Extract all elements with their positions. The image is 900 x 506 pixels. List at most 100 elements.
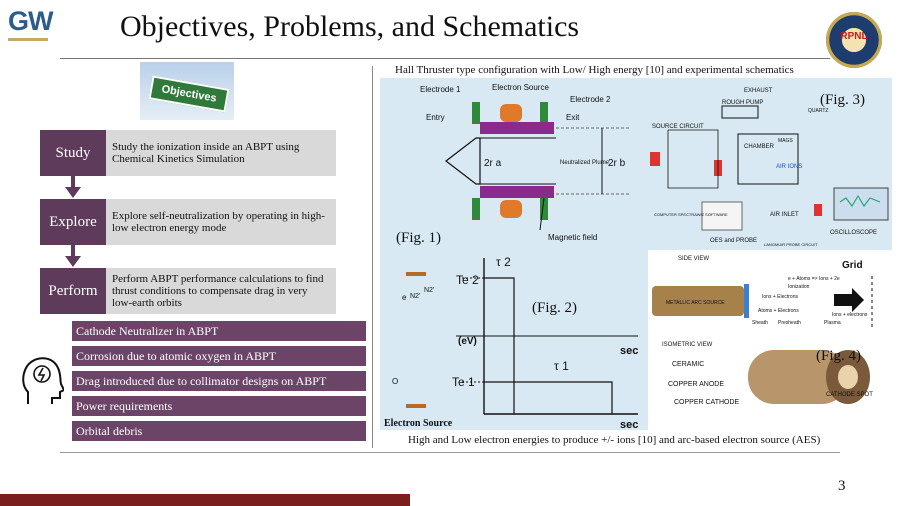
fig4-sheath: Sheath bbox=[752, 320, 768, 326]
inlet-cone bbox=[445, 137, 481, 185]
fig4-copper-anode: COPPER ANODE bbox=[668, 381, 724, 388]
stage-study: Study bbox=[40, 130, 106, 176]
fig3-quartz: QUARTZ bbox=[808, 108, 828, 114]
fig2-t2: τ 2 bbox=[496, 255, 511, 269]
fig4-ions-e2: Ions + electrons bbox=[832, 312, 868, 318]
fig4-iso: ISOMETRIC VIEW bbox=[662, 342, 713, 348]
down-arrow-icon bbox=[65, 245, 81, 267]
fig2-t1: τ 1 bbox=[554, 359, 569, 373]
fig3-software: COMPUTER SPECTRAWIZ SOFTWARE bbox=[654, 212, 728, 217]
fig4-ions-electrons: Ions + Electrons bbox=[762, 294, 798, 300]
ionization-plate bbox=[744, 284, 749, 318]
issue-item: Drag introduced due to collimator design… bbox=[72, 371, 366, 391]
objectives-sign-image: Objectives bbox=[140, 62, 234, 120]
fig1-rb: 2r b bbox=[608, 158, 626, 169]
oscilloscope-box bbox=[833, 187, 889, 221]
head-idea-icon bbox=[22, 357, 64, 404]
seal-text: RPNL bbox=[840, 31, 868, 42]
fig2-ev: (eV) bbox=[458, 336, 477, 347]
stage-explore: Explore bbox=[40, 199, 106, 245]
fig3-langmuir: LANGMUIR PROBE CIRCUIT bbox=[764, 242, 818, 247]
stage-study-desc: Study the ionization inside an ABPT usin… bbox=[106, 130, 336, 176]
gw-logo: GW bbox=[8, 6, 53, 36]
fig4-panel: SIDE VIEW Grid METALLIC ARC SOURCE e + A… bbox=[648, 250, 892, 430]
fig4-diagram: SIDE VIEW Grid METALLIC ARC SOURCE e + A… bbox=[652, 256, 873, 406]
cathode-cylinder bbox=[748, 350, 848, 404]
objectives-sign: Objectives bbox=[148, 75, 230, 113]
fig4-grid: Grid bbox=[842, 260, 863, 271]
component-red bbox=[650, 152, 660, 166]
electrode-block bbox=[540, 198, 548, 220]
fig3-diagram: EXHAUST ROUGH PUMP SOURCE CIRCUIT CHAMBE… bbox=[650, 88, 889, 247]
issue-item: Power requirements bbox=[72, 396, 366, 416]
fig2-sec2: sec bbox=[620, 419, 638, 430]
fig1-entry: Entry bbox=[426, 113, 445, 122]
fig3-exhaust: EXHAUST bbox=[744, 88, 773, 94]
fig2-n2b: N2' bbox=[424, 287, 434, 294]
fig2-n2: N2' bbox=[410, 293, 420, 300]
fig4-copper-cathode: COPPER CATHODE bbox=[674, 399, 740, 406]
fig3-rough-pump: ROUGH PUMP bbox=[722, 100, 763, 106]
chamber-box bbox=[737, 133, 799, 185]
fig4-presheath: Presheath bbox=[778, 320, 801, 326]
fig4-metallic: METALLIC ARC SOURCE bbox=[666, 300, 725, 306]
fig2-sec1: sec bbox=[620, 345, 638, 357]
source-circuit bbox=[667, 129, 719, 189]
fig3-chamber: CHAMBER bbox=[744, 144, 775, 150]
fig1-electrode1: Electrode 1 bbox=[420, 85, 461, 94]
fig1-exit: Exit bbox=[566, 113, 580, 122]
fig4-ceramic: CERAMIC bbox=[672, 361, 704, 368]
fig3-oes: OES and PROBE bbox=[710, 238, 757, 244]
bottom-caption: High and Low electron energies to produc… bbox=[408, 434, 821, 446]
fig3-source-circuit: SOURCE CIRCUIT bbox=[652, 124, 704, 130]
fig2-plot: e N2' N2' O Te 2 Te 1 τ 2 τ 1 (eV) sec s… bbox=[384, 255, 638, 431]
page-number: 3 bbox=[838, 478, 846, 494]
fig2-te1: Te 1 bbox=[452, 375, 475, 389]
fig3-oscilloscope: OSCILLOSCOPE bbox=[830, 230, 877, 236]
fig4-plasma: Plasma bbox=[824, 320, 841, 326]
issue-item: Cathode Neutralizer in ABPT bbox=[72, 321, 366, 341]
component-red bbox=[814, 204, 822, 216]
fig2-panel: e N2' N2' O Te 2 Te 1 τ 2 τ 1 (eV) sec s… bbox=[380, 250, 648, 431]
leader-line bbox=[539, 197, 545, 231]
fig2-electron-source: Electron Source bbox=[384, 418, 453, 429]
logo-underline bbox=[8, 38, 48, 41]
fig1-label: (Fig. 1) bbox=[396, 230, 441, 246]
fig3-mags: MAGS bbox=[778, 138, 793, 144]
electrode-block bbox=[472, 198, 480, 220]
fig4-atoms-electrons: Atoms + Electrons bbox=[758, 308, 799, 314]
fig4-ionization: Ionization bbox=[788, 284, 810, 290]
fig3-label: (Fig. 3) bbox=[820, 92, 865, 108]
fig2-o: O bbox=[392, 377, 398, 386]
title-divider bbox=[60, 58, 830, 59]
footer-divider bbox=[60, 452, 840, 453]
fig4-label: (Fig. 4) bbox=[816, 348, 861, 364]
fig1-ra: 2r a bbox=[484, 158, 502, 169]
top-caption: Hall Thruster type configuration with Lo… bbox=[395, 64, 794, 76]
rpnl-seal-logo: RPNL bbox=[826, 12, 882, 68]
fig1-electrode2: Electrode 2 bbox=[570, 95, 611, 104]
te1-pulse bbox=[484, 381, 613, 414]
fig4-eq: e + Atoms => Ions + 2e bbox=[788, 276, 840, 282]
fig2-te2: Te 2 bbox=[456, 273, 479, 287]
fig3-air-inlet: AIR INLET bbox=[770, 212, 799, 218]
fig4-side-view: SIDE VIEW bbox=[678, 256, 709, 262]
stage-perform: Perform bbox=[40, 268, 106, 314]
fig1-magnetic: Magnetic field bbox=[548, 233, 597, 242]
channel-wall bbox=[480, 122, 554, 134]
slide-title: Objectives, Problems, and Schematics bbox=[120, 10, 580, 43]
electron-source-block bbox=[500, 104, 522, 122]
fig3-air-ions: AIR IONS bbox=[776, 164, 802, 170]
te2-pulse bbox=[484, 277, 515, 414]
fig1-plume: Neutralized Plume bbox=[560, 160, 610, 166]
issue-item: Corrosion due to atomic oxygen in ABPT bbox=[72, 346, 366, 366]
stage-explore-desc: Explore self-neutralization by operating… bbox=[106, 199, 336, 245]
issue-item: Orbital debris bbox=[72, 421, 366, 441]
fig1-diagram: Electrode 1 Electron Source Electrode 2 … bbox=[396, 83, 630, 246]
rough-pump-box bbox=[721, 105, 759, 119]
stage-perform-desc: Perform ABPT performance calculations to… bbox=[106, 268, 336, 314]
electron-source-block bbox=[500, 200, 522, 218]
electrode-block bbox=[540, 102, 548, 124]
spectrometer-box bbox=[701, 201, 743, 231]
fig2-label: (Fig. 2) bbox=[532, 300, 577, 316]
